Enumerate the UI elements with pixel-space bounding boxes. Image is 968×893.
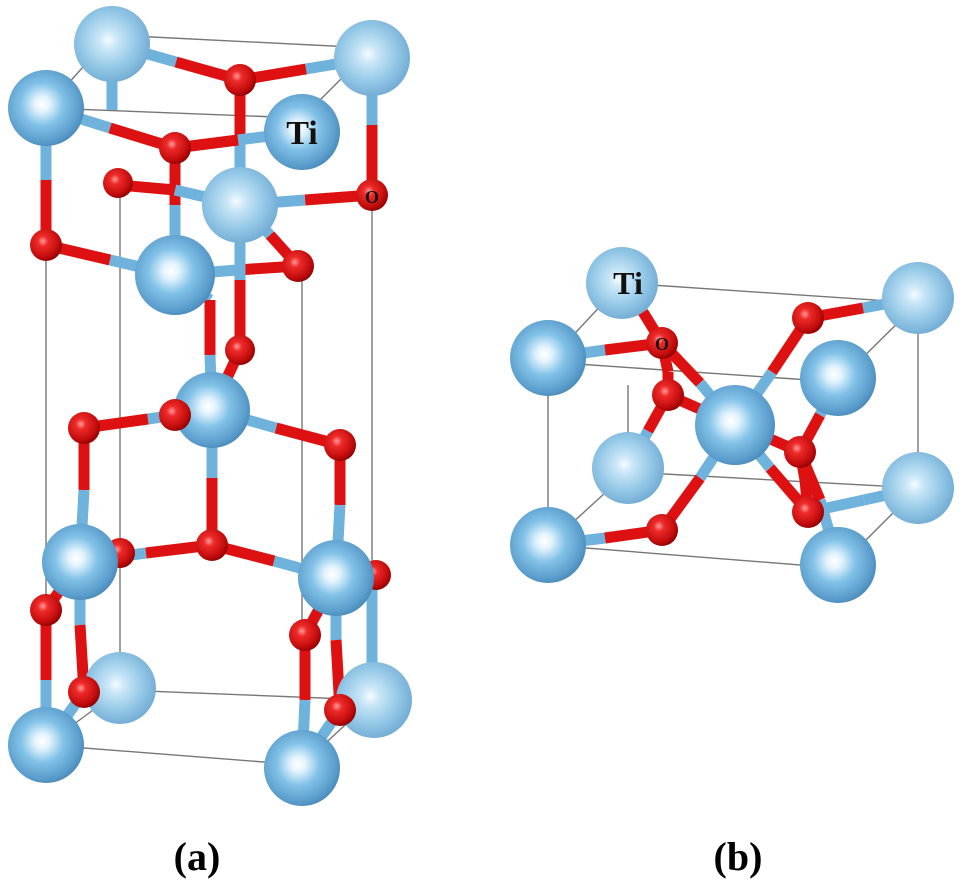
ti-atom: [510, 507, 586, 583]
ti-atom: [74, 6, 150, 82]
ti-atom: [135, 235, 215, 315]
ti-atom: [586, 247, 658, 319]
panel-a-ti-label: Ti: [286, 115, 318, 152]
o-atom: [646, 327, 678, 359]
o-atom: [324, 694, 356, 726]
o-atom: [784, 436, 816, 468]
o-atom: [159, 399, 191, 431]
ti-atom: [264, 730, 340, 806]
o-atom: [356, 179, 388, 211]
o-atom: [646, 514, 678, 546]
panel-a: Ti O (a): [8, 6, 412, 879]
o-atom: [792, 496, 824, 528]
ti-atom: [882, 262, 954, 334]
ti-atom: [42, 524, 118, 600]
o-atom: [282, 250, 314, 282]
o-atom: [196, 529, 228, 561]
o-atom: [652, 379, 684, 411]
o-atom: [324, 429, 356, 461]
ti-atom: [174, 372, 250, 448]
panel-b-o-label: O: [655, 334, 669, 354]
o-atom: [30, 229, 62, 261]
ti-atom: [800, 340, 876, 416]
o-atom: [159, 132, 191, 164]
ti-atom: [592, 432, 664, 504]
ti-atom: [334, 20, 410, 96]
o-atom: [225, 335, 255, 365]
o-atom: [68, 412, 100, 444]
ti-atom: [264, 94, 340, 170]
panel-b: Ti O (b): [510, 247, 954, 879]
panel-b-caption: (b): [714, 834, 763, 879]
ti-atom: [336, 662, 412, 738]
o-atom: [289, 619, 321, 651]
panel-a-o-label: O: [365, 187, 379, 207]
o-atom: [224, 64, 256, 96]
o-atom: [103, 168, 133, 198]
ti-atom: [84, 652, 156, 724]
ti-atom: [695, 385, 775, 465]
ti-atom: [202, 167, 278, 243]
o-atom: [68, 676, 100, 708]
ti-atom: [8, 707, 84, 783]
panel-b-atoms: [510, 247, 954, 603]
o-atom: [792, 302, 824, 334]
ti-atom: [882, 452, 954, 524]
ti-atom: [8, 70, 84, 146]
ti-atom: [800, 527, 876, 603]
ti-atom: [298, 540, 374, 616]
panel-a-caption: (a): [174, 834, 221, 879]
panel-b-ti-label: Ti: [613, 265, 643, 301]
panel-a-atoms: [8, 6, 412, 806]
o-atom: [30, 594, 62, 626]
ti-atom: [510, 320, 586, 396]
